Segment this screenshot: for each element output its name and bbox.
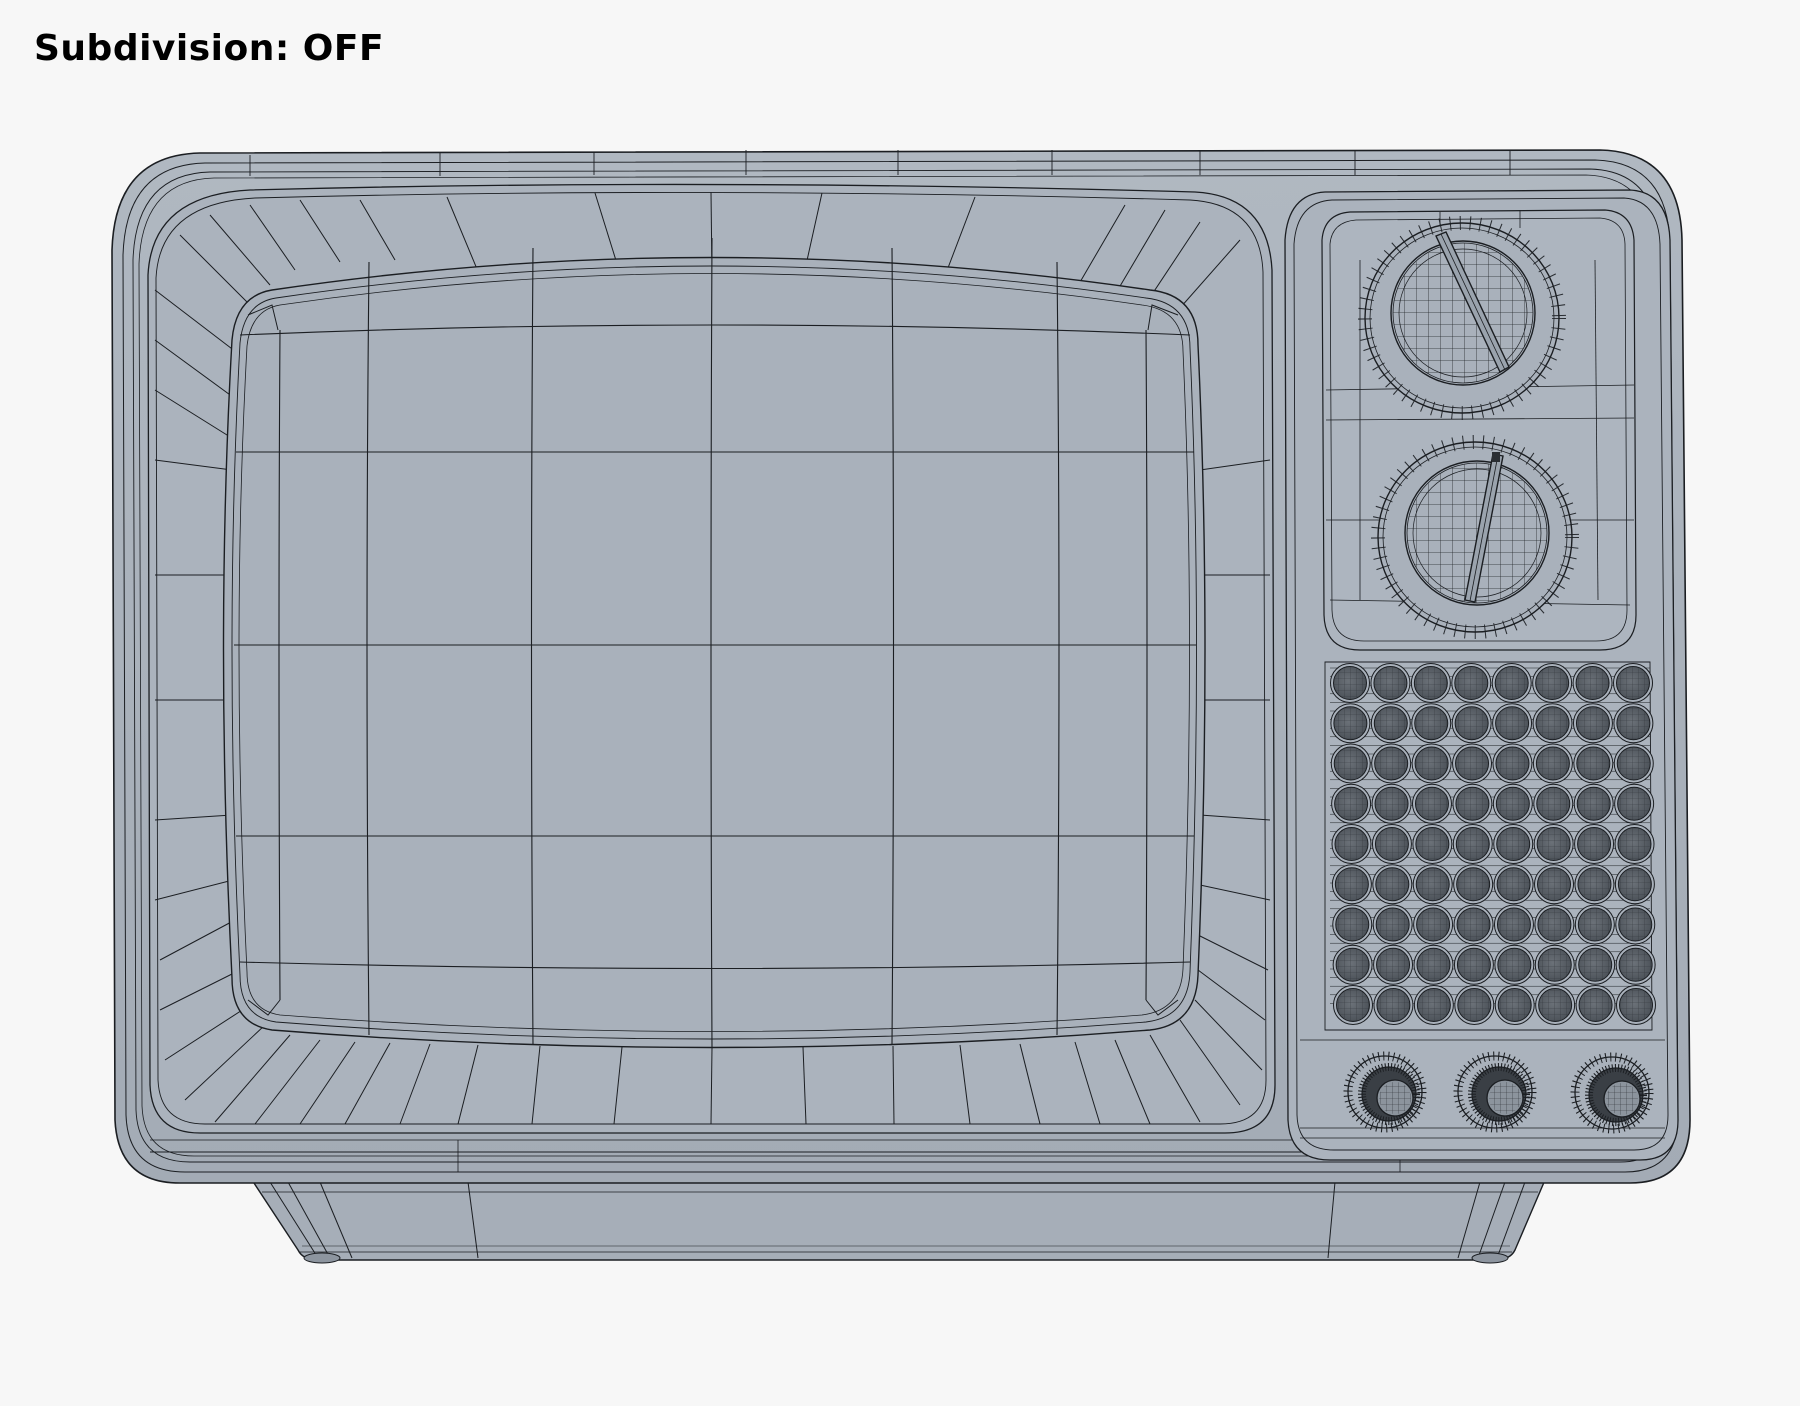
small-knobs — [1343, 1051, 1654, 1134]
channel-dial-lower[interactable] — [1371, 435, 1579, 639]
subdivision-label: Subdivision: OFF — [34, 28, 385, 69]
knob-2[interactable] — [1453, 1051, 1537, 1133]
knob-3[interactable] — [1570, 1052, 1654, 1134]
knob-1[interactable] — [1343, 1051, 1427, 1133]
channel-dial-upper[interactable] — [1358, 216, 1566, 420]
speaker-grille — [1330, 663, 1656, 1025]
dial-pointer-ridge — [1435, 231, 1510, 373]
crt-screen — [222, 237, 1206, 1049]
tv-stand — [250, 1179, 1547, 1264]
